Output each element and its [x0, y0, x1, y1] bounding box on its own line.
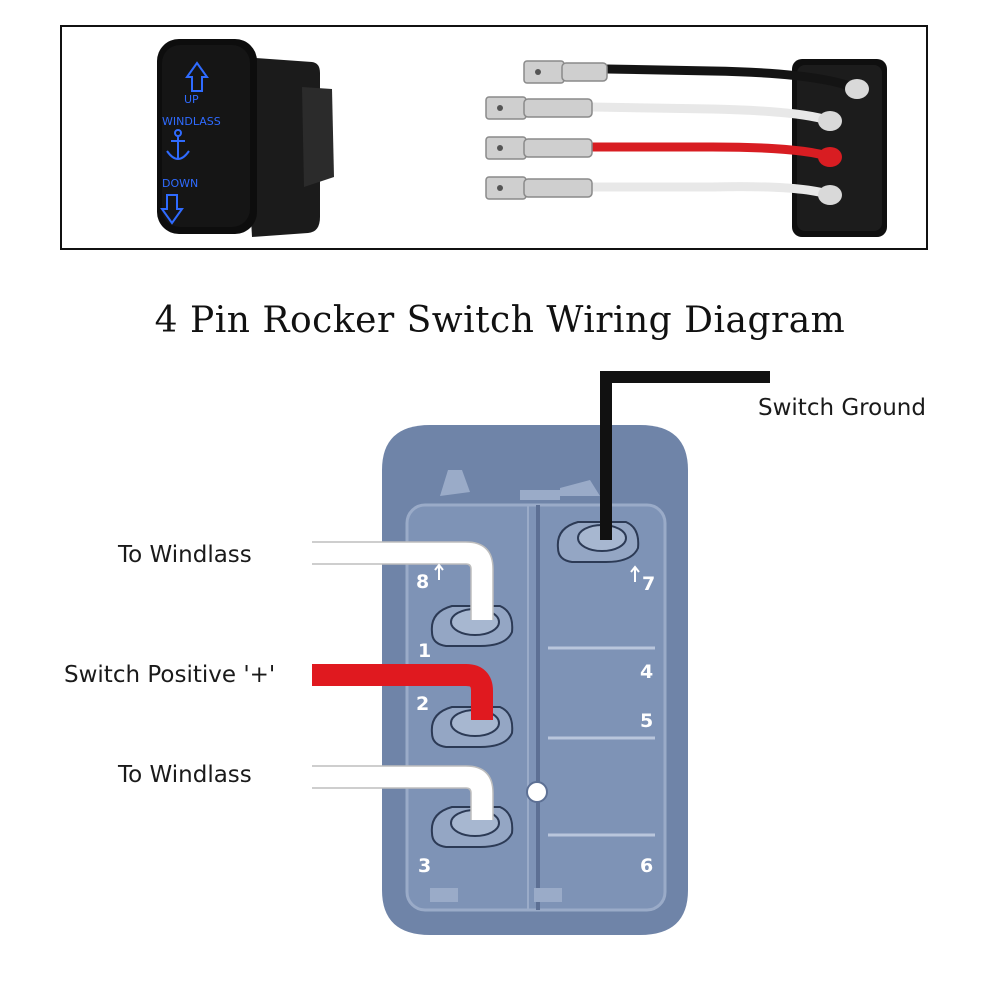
- rocker-switch-photo: UP WINDLASS DOWN: [157, 39, 334, 237]
- windlass-wire-bottom: [312, 766, 493, 820]
- product-photo-illustration: UP WINDLASS DOWN: [157, 39, 887, 237]
- pin-number-8: 8: [416, 571, 429, 593]
- switch-up-label: UP: [184, 93, 199, 106]
- pin-number-3: 3: [418, 855, 431, 877]
- switch-down-label: DOWN: [162, 177, 198, 190]
- pin-number-7: 7: [642, 573, 655, 595]
- product-photo-panel: UP WINDLASS DOWN: [60, 25, 928, 250]
- pin-number-5: 5: [640, 710, 653, 732]
- to-windlass-top-label: To Windlass: [118, 542, 252, 568]
- windlass-wire-bottom-outline: [312, 765, 494, 820]
- anchor-icon: [166, 129, 190, 160]
- pin-number-4: 4: [640, 661, 653, 683]
- terminal-pin-7: [556, 521, 640, 563]
- switch-positive-label: Switch Positive '+': [64, 662, 276, 688]
- pin-7-arrow-icon: [630, 565, 640, 582]
- pin-number-6: 6: [640, 855, 653, 877]
- to-windlass-bottom-label: To Windlass: [118, 762, 252, 788]
- pin-8-arrow-icon: [434, 563, 444, 580]
- windlass-wire-top: [312, 542, 493, 620]
- wire-harness-photo: [485, 59, 887, 237]
- switch-ground-wire: [600, 371, 770, 540]
- switch-windlass-label: WINDLASS: [162, 115, 221, 128]
- pin-number-1: 1: [418, 640, 431, 662]
- switch-ground-label: Switch Ground: [758, 395, 926, 421]
- windlass-wire-top-outline: [312, 541, 494, 620]
- diagram-title: 4 Pin Rocker Switch Wiring Diagram: [154, 300, 846, 341]
- pin-number-2: 2: [416, 693, 429, 715]
- switch-positive-wire: [312, 664, 493, 720]
